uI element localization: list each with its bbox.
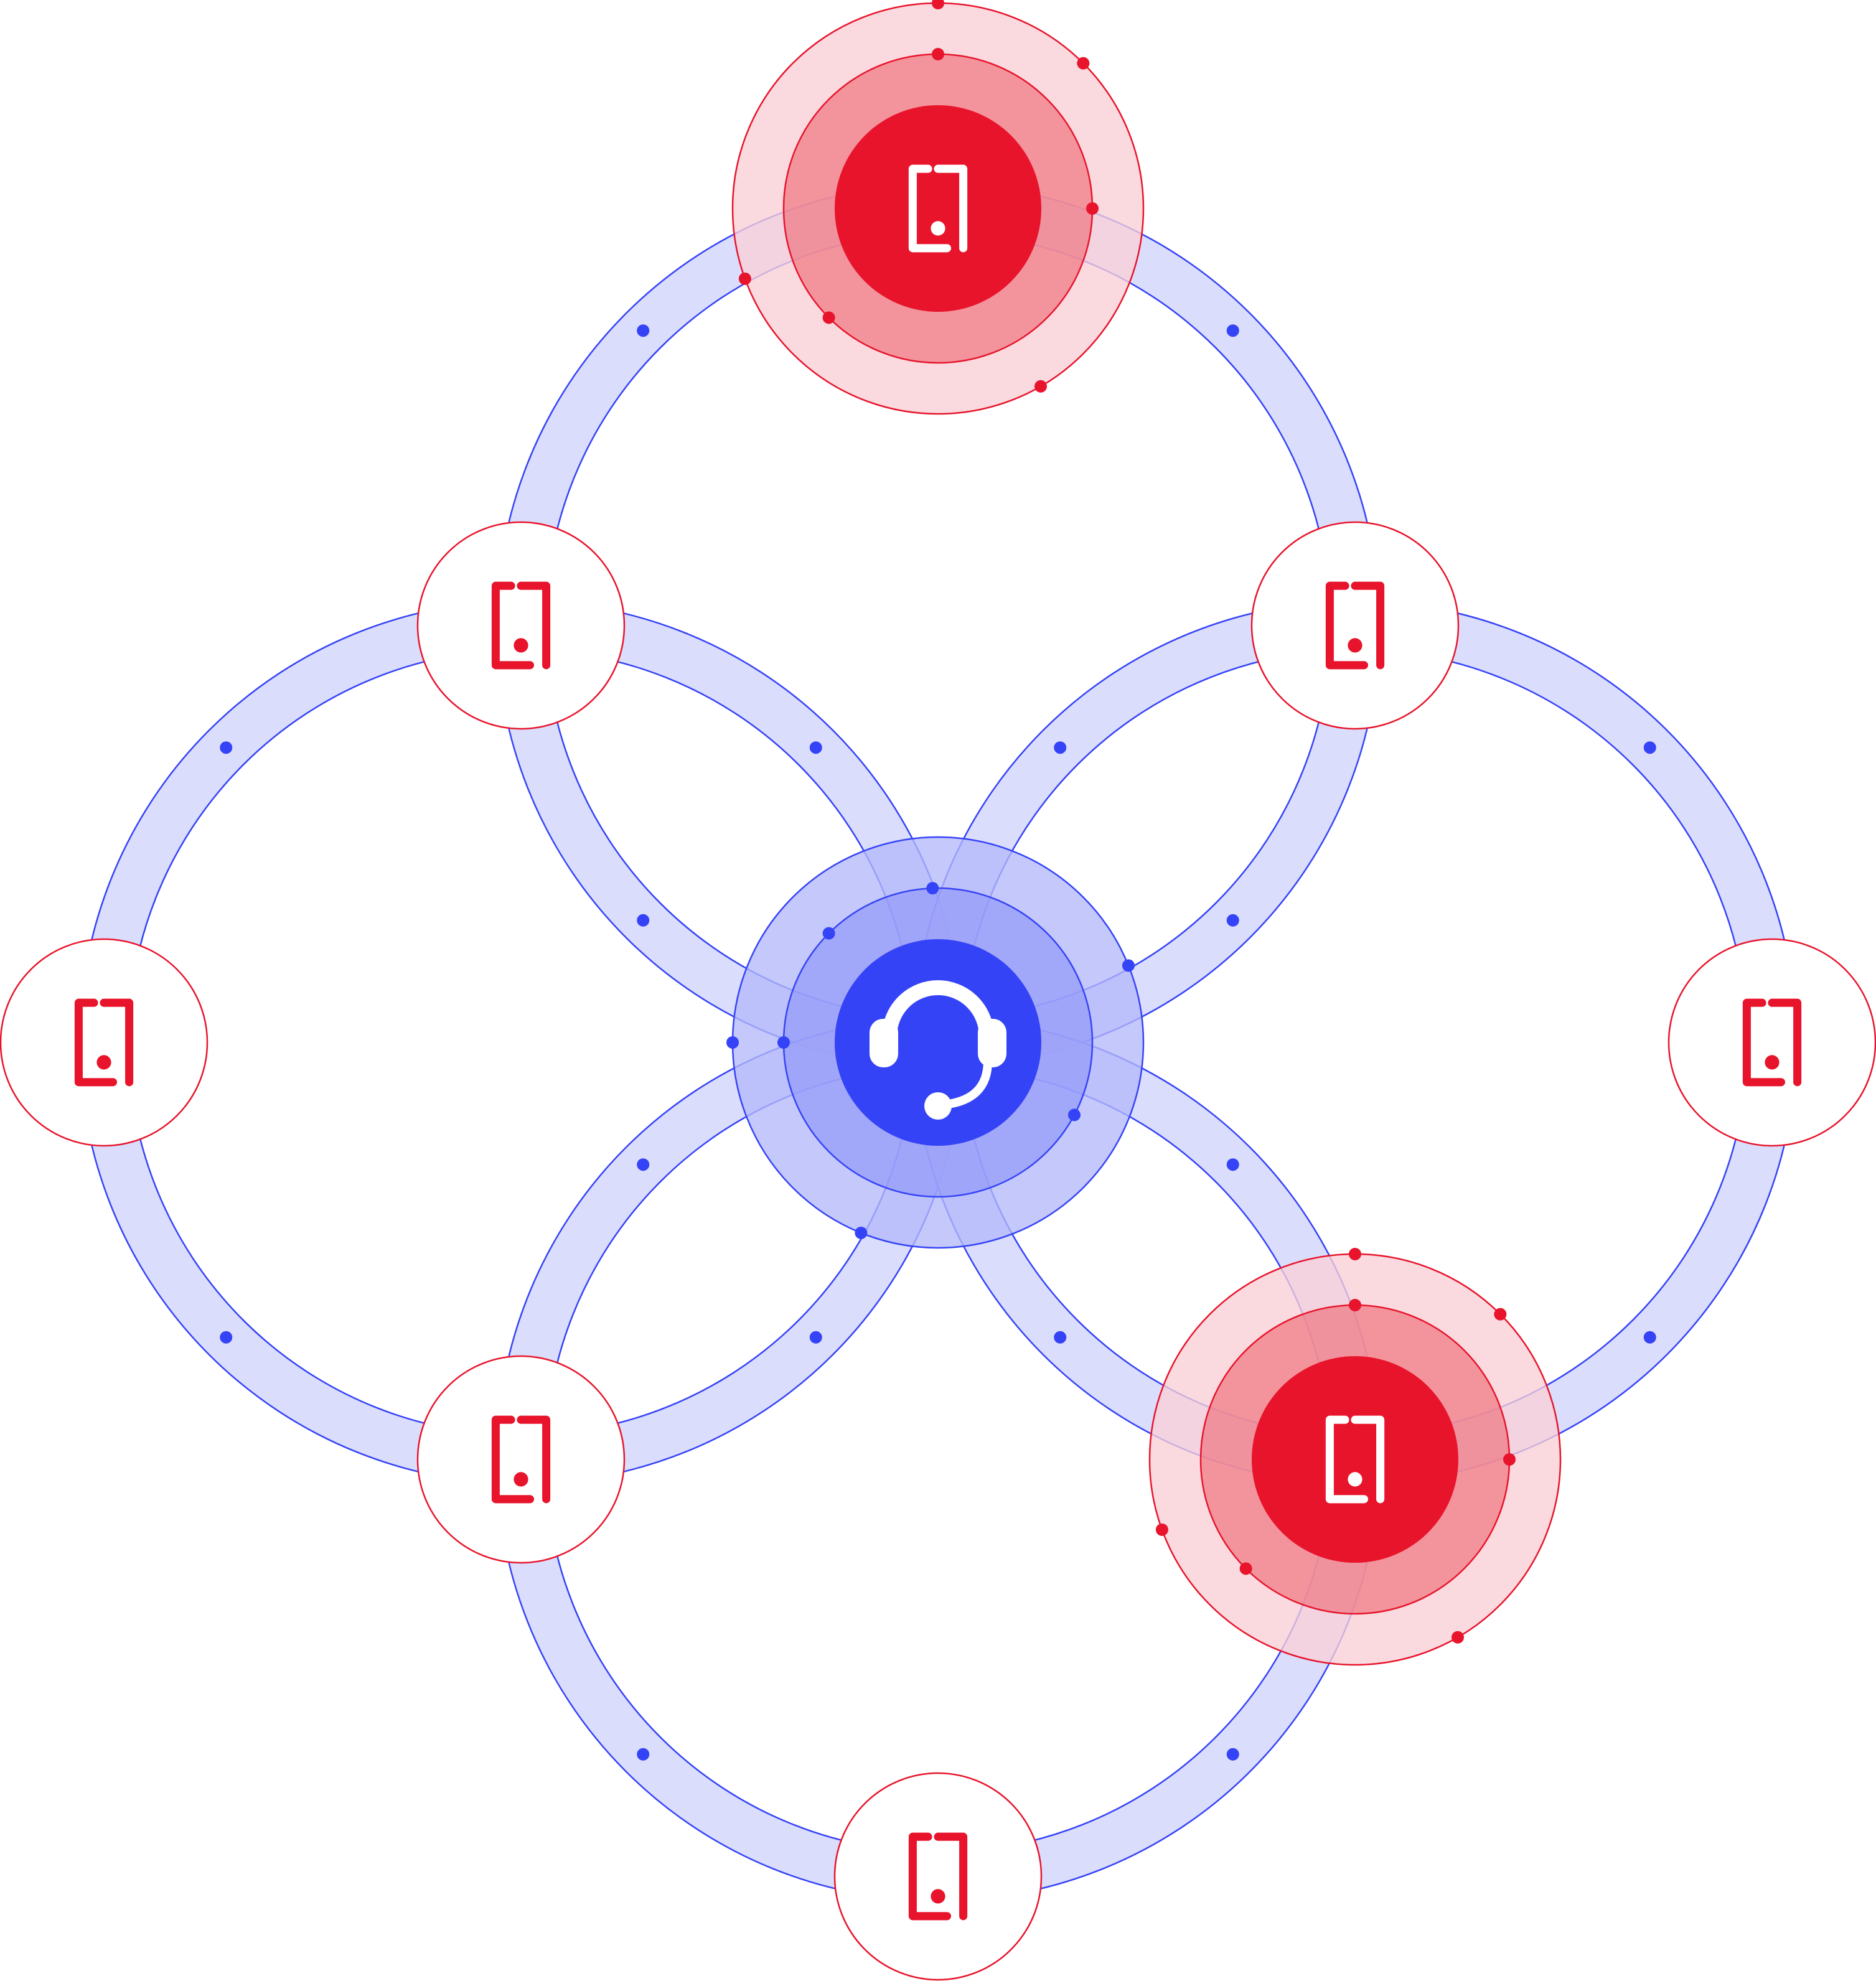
ring-dot [1643,1331,1656,1344]
orbit-dot [1452,1631,1464,1644]
orbit-dot [1349,1299,1361,1311]
smartphone-icon [74,998,134,1087]
ring-dot [1226,324,1239,337]
halo-orbit-dots [726,0,1516,1644]
orbit-dot [777,1036,790,1049]
ring-dot [220,741,233,754]
orbit-dot [1239,1562,1252,1575]
orbit-dot [726,1036,739,1049]
ring-dot [637,324,650,337]
orbit-dot [1034,380,1047,393]
smartphone-icon [1742,998,1802,1087]
orbit-dot [926,882,939,895]
device-top[interactable] [835,105,1041,312]
device-lower-right[interactable] [1252,1356,1458,1563]
ring-dot [809,741,822,754]
device-upper-left[interactable] [416,521,626,730]
hub-core[interactable] [835,939,1041,1146]
orbit-dot [855,1226,868,1239]
smartphone-icon [491,1415,551,1504]
smartphone-icon [1325,1415,1385,1504]
ring-dot [1226,1748,1239,1761]
ring-dot [637,1158,650,1171]
device-bottom[interactable] [833,1772,1043,1981]
ring-dot [1054,1331,1067,1344]
orbit-dot [1086,202,1099,215]
smartphone-icon [491,581,551,670]
ring-dot [809,1331,822,1344]
ring-dot [220,1331,233,1344]
device-nodes [0,105,1876,1981]
orbit-dot [1349,1248,1361,1260]
device-right[interactable] [1667,938,1876,1147]
smartphone-icon [908,164,968,253]
connection-dots [220,324,1656,1761]
orbit-dot [822,311,835,324]
orbit-dot [1067,1108,1081,1122]
orbit-dot [932,48,944,60]
orbit-dot [822,927,835,940]
orbit-dot [1494,1308,1507,1321]
ring-dot [637,1748,650,1761]
support-hub [835,939,1041,1146]
device-upper-right[interactable] [1250,521,1460,730]
ring-dot [1226,914,1239,927]
ring-dot [1643,741,1656,754]
orbit-dot [1155,1523,1168,1536]
smartphone-icon [1325,581,1385,670]
orbit-dot [1077,57,1090,70]
orbit-dot [1122,959,1135,972]
ring-dot [1226,1158,1239,1171]
ring-dot [637,914,650,927]
headset-icon [870,980,1006,1120]
orbit-dot [1503,1453,1516,1466]
orbit-dot [738,272,751,285]
device-left[interactable] [0,938,209,1147]
smartphone-icon [908,1832,968,1921]
ring-dot [1054,741,1067,754]
device-lower-left[interactable] [416,1355,626,1564]
orbit-dot [932,0,944,9]
